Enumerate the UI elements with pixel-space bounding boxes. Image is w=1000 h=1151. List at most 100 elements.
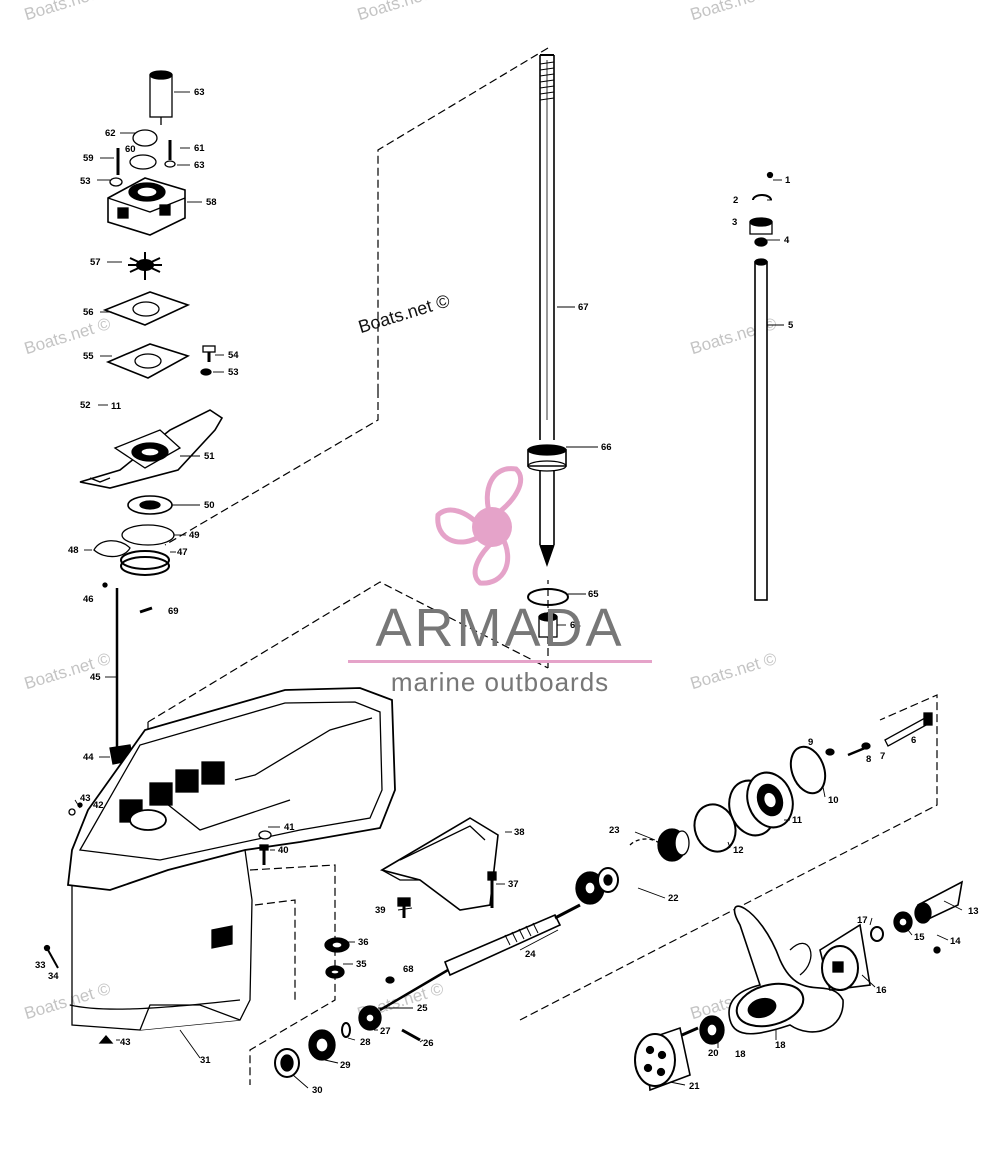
washer bbox=[200, 368, 212, 376]
callout-48: 48 bbox=[68, 545, 79, 556]
pinion-nut bbox=[325, 965, 345, 979]
callout-3: 3 bbox=[732, 217, 737, 228]
carrier-gasket bbox=[789, 745, 827, 795]
callout-2: 2 bbox=[733, 195, 738, 206]
propeller-icon bbox=[435, 466, 524, 586]
callout-45: 45 bbox=[90, 672, 101, 683]
callout-38: 38 bbox=[514, 827, 525, 838]
callout-26: 26 bbox=[423, 1038, 434, 1049]
drive-shaft-bearing bbox=[538, 612, 558, 638]
brand-divider bbox=[348, 660, 652, 663]
callout-29: 29 bbox=[340, 1060, 351, 1071]
shift-cam-follower bbox=[358, 1005, 382, 1031]
callout-58: 58 bbox=[206, 197, 217, 208]
pump-gasket bbox=[105, 343, 191, 379]
callout-6: 6 bbox=[911, 735, 916, 746]
base-seal bbox=[127, 495, 173, 515]
cotter-pin bbox=[933, 946, 941, 954]
bearing-cup bbox=[274, 1048, 300, 1078]
callout-12: 12 bbox=[733, 845, 744, 856]
bearing-carrier bbox=[728, 771, 794, 837]
callout-33: 33 bbox=[35, 960, 46, 971]
pinion-gear bbox=[324, 937, 350, 953]
callout-28: 28 bbox=[360, 1037, 371, 1048]
callout-18: 18 bbox=[735, 1049, 746, 1060]
trim-tab bbox=[379, 817, 499, 911]
callout-17: 17 bbox=[857, 915, 868, 926]
callout-37: 37 bbox=[508, 879, 519, 890]
callout-62: 62 bbox=[105, 128, 116, 139]
seal-loop bbox=[93, 540, 131, 558]
pin bbox=[401, 1028, 421, 1042]
callout-55: 55 bbox=[83, 351, 94, 362]
callout-59: 59 bbox=[83, 153, 94, 164]
callout-11: 11 bbox=[792, 815, 803, 826]
callout-68: 68 bbox=[403, 964, 414, 975]
callout-31: 31 bbox=[200, 1055, 211, 1066]
wear-plate bbox=[102, 291, 191, 326]
callout-8: 8 bbox=[866, 754, 871, 765]
callout-64: 64 bbox=[570, 620, 581, 631]
shift-cam bbox=[847, 742, 871, 757]
water-pump-assembly bbox=[79, 70, 224, 576]
cam-pin bbox=[825, 748, 835, 756]
callout-18: 18 bbox=[775, 1040, 786, 1051]
o-ring bbox=[121, 524, 175, 546]
callout-53: 53 bbox=[228, 367, 239, 378]
thrust-washer-hub bbox=[634, 1026, 691, 1092]
callout-42: 42 bbox=[93, 800, 104, 811]
callout-46: 46 bbox=[83, 594, 94, 605]
callout-20: 20 bbox=[708, 1048, 719, 1059]
callout-34: 34 bbox=[48, 971, 59, 982]
callout-52: 52 bbox=[80, 400, 91, 411]
callout-24: 24 bbox=[525, 949, 536, 960]
brand-logo: ARMADA marine outboards bbox=[348, 598, 652, 697]
callout-60: 60 bbox=[125, 144, 136, 155]
callout-56: 56 bbox=[83, 307, 94, 318]
grommet-tube bbox=[149, 70, 173, 125]
thrust-hub bbox=[819, 923, 871, 991]
callout-7: 7 bbox=[880, 751, 885, 762]
callout-leaders bbox=[74, 91, 963, 1089]
propeller-shaft bbox=[379, 903, 581, 1012]
callout-36: 36 bbox=[358, 937, 369, 948]
callout-22: 22 bbox=[668, 893, 679, 904]
callout-65: 65 bbox=[588, 589, 599, 600]
washer bbox=[870, 926, 884, 942]
reverse-gear bbox=[657, 828, 690, 862]
shim-washer bbox=[341, 1022, 351, 1038]
callout-43: 43 bbox=[120, 1037, 131, 1048]
plate-screw bbox=[202, 345, 216, 362]
callout-25: 25 bbox=[417, 1003, 428, 1014]
callout-15: 15 bbox=[914, 932, 925, 943]
callout-4: 4 bbox=[784, 235, 790, 246]
callout-67: 67 bbox=[578, 302, 589, 313]
clutch-dog bbox=[597, 867, 619, 893]
spline-adapter bbox=[699, 1015, 725, 1045]
callout-49: 49 bbox=[189, 530, 200, 541]
callout-47: 47 bbox=[177, 547, 188, 558]
callout-63: 63 bbox=[194, 160, 205, 171]
callout-21: 21 bbox=[689, 1081, 700, 1092]
callout-51: 51 bbox=[204, 451, 215, 462]
pump-base-plate bbox=[79, 409, 224, 489]
prop-cone bbox=[914, 880, 964, 924]
gear-housing bbox=[67, 687, 396, 1031]
callout-35: 35 bbox=[356, 959, 367, 970]
thrust-washer bbox=[629, 838, 666, 851]
callout-63: 63 bbox=[194, 87, 205, 98]
shift-shaft bbox=[749, 171, 774, 601]
callout-13: 13 bbox=[968, 906, 979, 917]
impeller bbox=[128, 252, 162, 280]
callout-69: 69 bbox=[168, 606, 179, 617]
propeller bbox=[728, 905, 844, 1035]
callout-43: 43 bbox=[80, 793, 91, 804]
callout-1: 1 bbox=[785, 175, 791, 186]
brand-tagline: marine outboards bbox=[390, 667, 610, 697]
callout-50: 50 bbox=[204, 500, 215, 511]
callout-30: 30 bbox=[312, 1085, 323, 1096]
prop-nut bbox=[893, 911, 913, 933]
callout-57: 57 bbox=[90, 257, 101, 268]
callout-27: 27 bbox=[380, 1026, 391, 1037]
